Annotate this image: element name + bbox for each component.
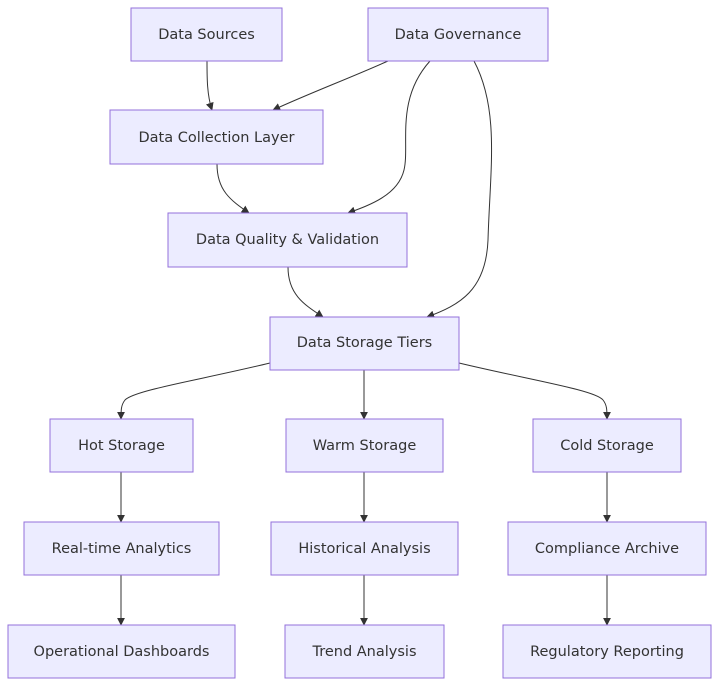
- node-cold-storage[interactable]: Cold Storage: [532, 418, 682, 473]
- edge-collection-to-quality: [216, 163, 250, 214]
- node-operational-dashboards[interactable]: Operational Dashboards: [7, 624, 236, 679]
- node-warm-storage-label: Warm Storage: [313, 438, 417, 454]
- node-cold-storage-label: Cold Storage: [560, 438, 654, 454]
- edge-sources-to-collection: [205, 60, 214, 111]
- edge-quality-to-storage: [287, 266, 324, 318]
- node-data-governance-label: Data Governance: [395, 27, 522, 43]
- node-data-collection-layer[interactable]: Data Collection Layer: [109, 109, 324, 165]
- node-operational-dashboards-label: Operational Dashboards: [34, 644, 210, 660]
- node-compliance-archive-label: Compliance Archive: [535, 541, 679, 557]
- node-data-storage-tiers[interactable]: Data Storage Tiers: [269, 316, 460, 371]
- node-historical-analysis-label: Historical Analysis: [298, 541, 430, 557]
- node-hot-storage[interactable]: Hot Storage: [49, 418, 194, 473]
- node-regulatory-reporting-label: Regulatory Reporting: [530, 644, 684, 660]
- node-data-storage-tiers-label: Data Storage Tiers: [297, 335, 432, 351]
- edge-governance-to-quality: [347, 60, 431, 215]
- node-data-sources-label: Data Sources: [158, 27, 255, 43]
- node-historical-analysis[interactable]: Historical Analysis: [270, 521, 459, 576]
- node-data-governance[interactable]: Data Governance: [367, 7, 549, 62]
- edge-governance-to-storage: [426, 60, 493, 319]
- edges: [117, 60, 611, 626]
- node-hot-storage-label: Hot Storage: [78, 438, 165, 454]
- node-regulatory-reporting[interactable]: Regulatory Reporting: [502, 624, 712, 679]
- node-data-sources[interactable]: Data Sources: [130, 7, 283, 62]
- node-compliance-archive[interactable]: Compliance Archive: [507, 521, 707, 576]
- node-data-collection-layer-label: Data Collection Layer: [139, 130, 295, 146]
- edge-governance-to-collection: [272, 60, 389, 111]
- node-realtime-analytics-label: Real-time Analytics: [52, 541, 192, 557]
- node-data-quality-validation-label: Data Quality & Validation: [196, 232, 379, 248]
- edge-storage-to-cold: [458, 362, 611, 420]
- node-trend-analysis[interactable]: Trend Analysis: [284, 624, 445, 679]
- edge-storage-to-hot: [117, 362, 271, 420]
- node-trend-analysis-label: Trend Analysis: [311, 644, 416, 660]
- node-warm-storage[interactable]: Warm Storage: [285, 418, 444, 473]
- node-data-quality-validation[interactable]: Data Quality & Validation: [167, 212, 408, 268]
- node-realtime-analytics[interactable]: Real-time Analytics: [23, 521, 220, 576]
- nodes: Data Sources Data Governance Data Collec…: [7, 7, 712, 679]
